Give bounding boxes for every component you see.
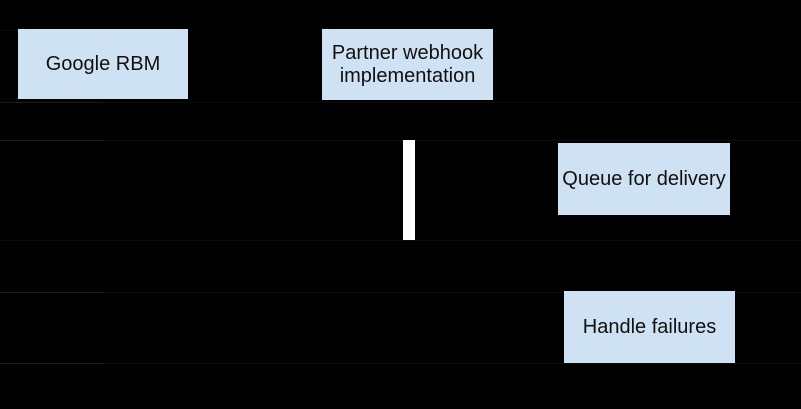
separator-line [0, 292, 801, 293]
separator-line-left [0, 102, 103, 103]
node-google-rbm: Google RBM [18, 29, 188, 99]
node-queue-for-delivery: Queue for delivery [558, 143, 730, 215]
node-partner-webhook-label: Partner webhook implementation [331, 41, 484, 87]
separator-line [0, 240, 801, 241]
separator-line [0, 102, 801, 103]
activation-bar [403, 140, 415, 240]
separator-line [0, 98, 18, 99]
separator-line-left [0, 292, 103, 293]
separator-line [0, 30, 18, 31]
separator-line [0, 363, 801, 364]
node-queue-for-delivery-label: Queue for delivery [562, 167, 726, 190]
node-handle-failures: Handle failures [564, 291, 735, 363]
separator-line [0, 140, 801, 141]
separator-line-left [0, 363, 103, 364]
node-handle-failures-label: Handle failures [582, 315, 717, 338]
node-partner-webhook: Partner webhook implementation [322, 29, 493, 100]
separator-line-left [0, 140, 103, 141]
node-google-rbm-label: Google RBM [45, 52, 161, 75]
